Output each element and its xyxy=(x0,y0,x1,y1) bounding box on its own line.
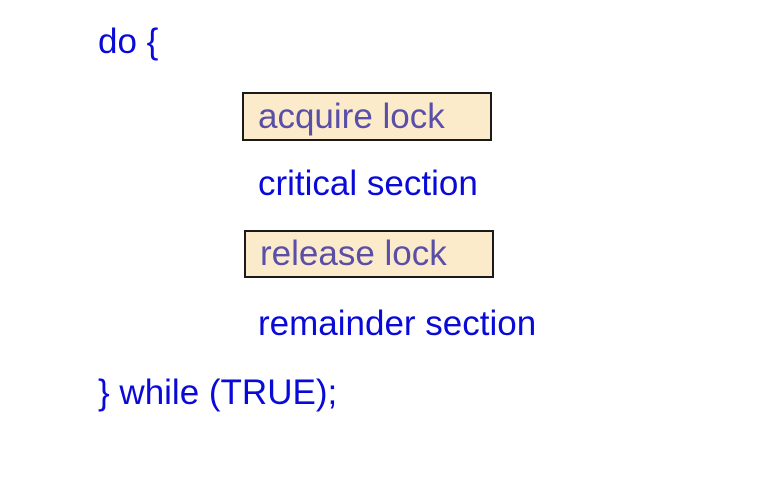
do-statement: do { xyxy=(98,22,159,61)
release-lock-box: release lock xyxy=(244,230,494,278)
remainder-section: remainder section xyxy=(258,304,537,343)
release-lock-text: release lock xyxy=(260,234,447,273)
while-statement: } while (TRUE); xyxy=(98,373,338,412)
acquire-lock-text: acquire lock xyxy=(258,97,445,136)
acquire-lock-box: acquire lock xyxy=(242,92,492,141)
critical-section: critical section xyxy=(258,164,478,203)
